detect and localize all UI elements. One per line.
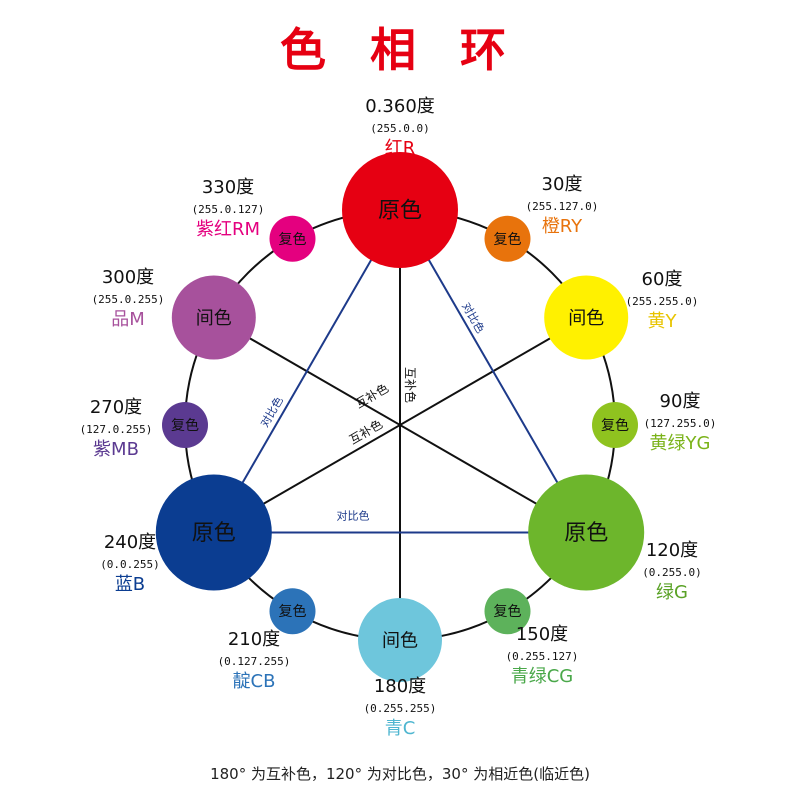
degree-label: 0.360度 (365, 96, 435, 117)
degree-label: 300度 (102, 267, 154, 288)
rgb-label: (255.0.127) (192, 203, 265, 216)
color-name-label: 黄绿YG (650, 433, 711, 454)
color-node-rm (269, 215, 316, 262)
color-node-type-label: 原色 (564, 521, 608, 546)
color-node-type-label: 间色 (196, 308, 232, 329)
rgb-label: (255.0.255) (92, 293, 165, 306)
color-node-type-label: 原色 (192, 521, 236, 546)
complementary-label: 互补色 (347, 417, 385, 447)
degree-label: 30度 (542, 174, 583, 195)
color-name-label: 品M (111, 309, 145, 330)
rgb-label: (0.255.0) (642, 566, 702, 579)
color-name-label: 紫MB (93, 439, 139, 460)
color-name-label: 红R (385, 138, 416, 159)
color-node-type-label: 复色 (601, 417, 629, 434)
complementary-line (213, 316, 587, 534)
color-name-label: 黄Y (648, 311, 678, 332)
complementary-label: 互补色 (403, 367, 417, 403)
page-title: 色 相 环 (279, 23, 521, 77)
rgb-label: (0.255.255) (364, 702, 437, 715)
complementary-label: 互补色 (353, 381, 391, 411)
contrast-line (212, 209, 401, 534)
color-name-label: 青绿CG (511, 666, 574, 687)
contrast-line (399, 209, 588, 533)
color-node-type-label: 复色 (279, 231, 307, 248)
color-node-type-label: 复色 (171, 417, 199, 434)
color-name-label: 蓝B (115, 574, 145, 595)
degree-label: 240度 (104, 532, 156, 553)
rgb-label: (0.0.255) (100, 558, 160, 571)
rgb-label: (0.127.255) (218, 655, 291, 668)
degree-label: 330度 (202, 177, 254, 198)
contrast-label: 对比色 (337, 509, 370, 523)
degree-label: 210度 (228, 629, 280, 650)
color-name-label: 绿G (656, 582, 688, 603)
degree-label: 120度 (646, 540, 698, 561)
color-node-r (342, 152, 458, 268)
footer-note: 180° 为互补色，120° 为对比色，30° 为相近色(临近色) (210, 765, 590, 783)
color-node-ry (484, 215, 531, 262)
rgb-label: (127.0.255) (80, 423, 153, 436)
color-node-mb (162, 402, 208, 448)
color-node-type-label: 复色 (279, 603, 307, 620)
color-node-type-label: 复色 (494, 603, 522, 620)
color-node-cb (269, 588, 316, 635)
color-node-cg (484, 588, 531, 635)
rgb-label: (255.0.0) (370, 122, 430, 135)
rgb-label: (0.255.127) (506, 650, 579, 663)
color-name-label: 靛CB (233, 671, 276, 692)
degree-label: 180度 (374, 676, 426, 697)
color-node-type-label: 间色 (568, 308, 604, 329)
color-node-g (528, 474, 645, 591)
color-name-label: 紫红RM (196, 219, 260, 240)
contrast-label: 对比色 (257, 394, 286, 430)
contrast-label: 对比色 (459, 300, 488, 336)
color-name-label: 橙RY (542, 216, 583, 237)
color-node-c (358, 598, 442, 682)
color-node-b (155, 474, 272, 591)
degree-label: 60度 (642, 269, 683, 290)
degree-label: 150度 (516, 624, 568, 645)
rgb-label: (255.255.0) (626, 295, 699, 308)
rgb-label: (127.255.0) (644, 417, 717, 430)
color-node-m (171, 275, 256, 360)
color-node-y (544, 275, 629, 360)
color-node-type-label: 复色 (494, 231, 522, 248)
color-node-yg (592, 402, 638, 448)
color-node-type-label: 间色 (382, 631, 418, 652)
degree-label: 270度 (90, 397, 142, 418)
color-name-label: 青C (385, 718, 416, 739)
rgb-label: (255.127.0) (526, 200, 599, 213)
degree-label: 90度 (660, 391, 701, 412)
color-node-type-label: 原色 (378, 199, 422, 224)
